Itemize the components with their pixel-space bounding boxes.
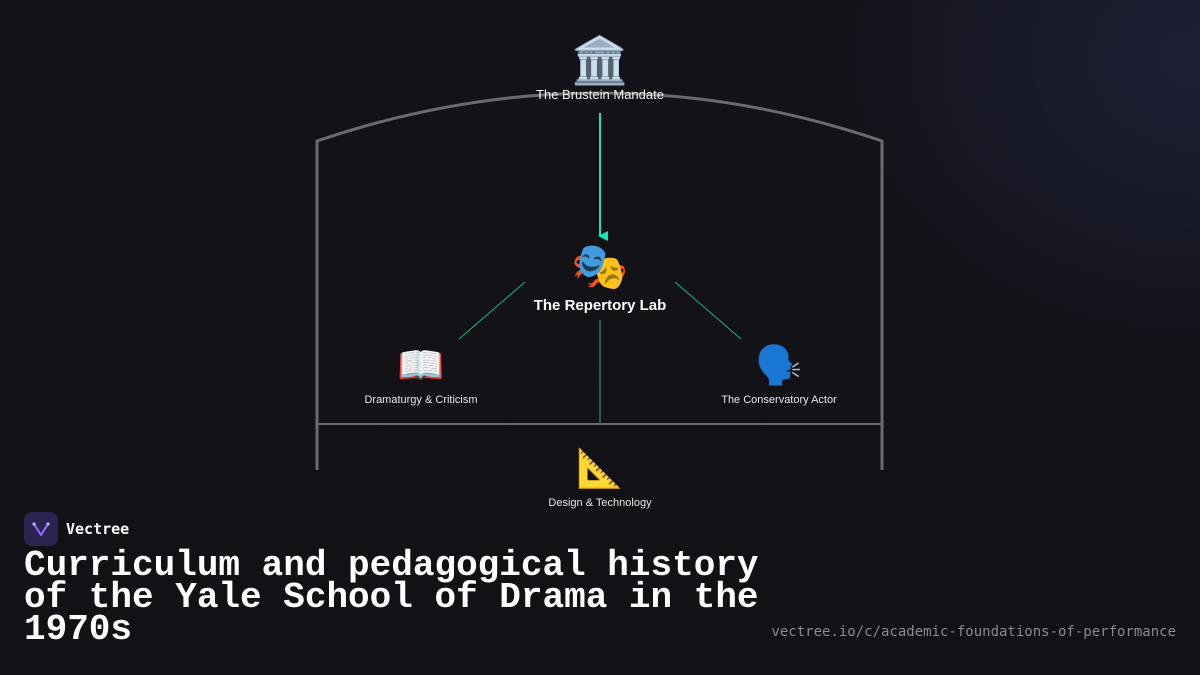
classical-building-icon: 🏛️: [571, 33, 629, 87]
vectree-logo-icon: [24, 512, 58, 546]
connector-right: [674, 281, 742, 340]
node-conservatory-actor: 🗣️ The Conservatory Actor: [721, 346, 837, 406]
node-label: Design & Technology: [548, 497, 652, 509]
node-label: The Repertory Lab: [533, 297, 667, 314]
node-label: Dramaturgy & Criticism: [364, 394, 478, 406]
node-design-technology: 📐 Design & Technology: [548, 449, 651, 509]
node-label: The Conservatory Actor: [721, 394, 837, 406]
node-repertory-lab: 🎭 The Repertory Lab: [534, 243, 667, 314]
node-dramaturgy-criticism: 📖 Dramaturgy & Criticism: [364, 346, 477, 406]
open-book-icon: 📖: [397, 343, 445, 387]
speaking-head-icon: 🗣️: [755, 343, 803, 387]
source-url: vectree.io/c/academic-foundations-of-per…: [771, 624, 1176, 640]
performing-arts-masks-icon: 🎭: [571, 239, 629, 293]
node-label: The Brustein Mandate: [536, 87, 664, 102]
node-brustein-mandate: 🏛️ The Brustein Mandate: [536, 37, 664, 102]
page-title: Curriculum and pedagogical history of th…: [24, 545, 759, 650]
triangular-ruler-icon: 📐: [576, 446, 624, 490]
brand: Vectree: [24, 512, 129, 546]
stage-frame: [315, 91, 884, 470]
brand-name: Vectree: [66, 520, 130, 538]
connector-left: [458, 281, 526, 340]
logo-mark: [32, 522, 50, 536]
